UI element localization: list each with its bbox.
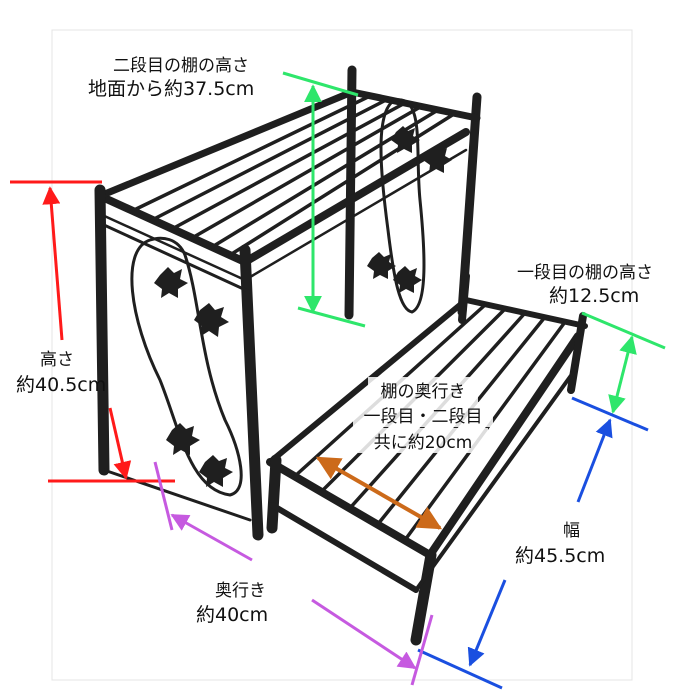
total-height-line2: 約40.5cm — [16, 374, 107, 396]
depth-line2: 約40cm — [196, 604, 269, 626]
width-line1: 幅 — [563, 521, 580, 541]
depth-line1: 奥行き — [215, 581, 266, 601]
height-dimension — [10, 180, 175, 483]
shelf-depth-line1: 棚の奥行き — [368, 377, 478, 402]
second-shelf-height-line1: 二段目の棚の高さ — [113, 56, 249, 76]
second-shelf-height-dimension — [282, 71, 366, 328]
shelf-depth-dimension — [315, 456, 443, 530]
second-shelf-height-line2: 地面から約37.5cm — [88, 78, 255, 100]
width-line2: 約45.5cm — [515, 545, 606, 567]
shelf-depth-line2: 一段目・二段目 — [353, 402, 493, 427]
shelf-depth-line3: 共に約20cm — [358, 428, 488, 453]
depth-dimension — [153, 461, 434, 686]
total-height-line1: 高さ — [40, 350, 74, 370]
plant-stand-icon — [94, 65, 588, 646]
first-shelf-height-line1: 一段目の棚の高さ — [517, 263, 653, 283]
width-dimension — [417, 396, 649, 690]
photo-frame — [51, 29, 633, 681]
first-shelf-height-dimension — [581, 311, 666, 414]
first-shelf-height-line2: 約12.5cm — [549, 285, 640, 307]
